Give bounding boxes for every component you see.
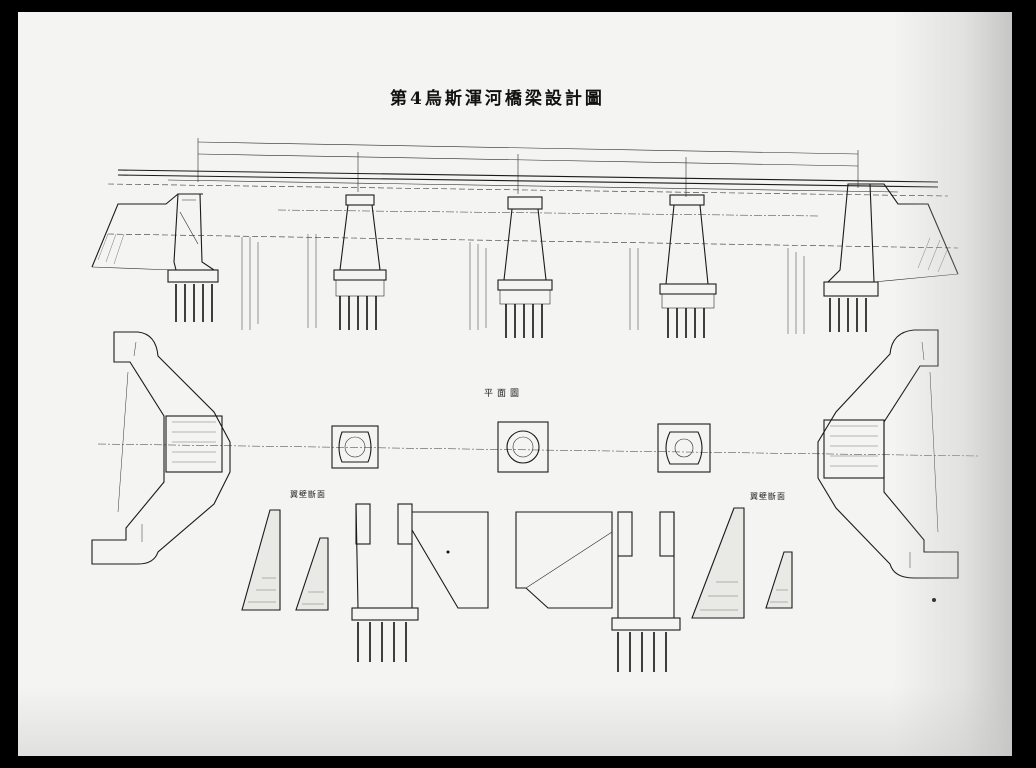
bridge-design-drawing [91, 138, 979, 672]
paper-shading-right [892, 12, 1012, 756]
elevation-view [91, 138, 959, 338]
pier-1-plan [331, 425, 379, 469]
pier-2-plan [497, 421, 549, 473]
paper-shading-bottom [18, 686, 1012, 756]
plan-view-label: 平面圖 [484, 389, 524, 399]
drawing-title: 第4烏斯渾河橋梁設計圖 [390, 89, 605, 109]
wing-wall-section-label-left: 翼壁斷面 [290, 490, 326, 499]
plan-view [91, 329, 979, 579]
pier-3 [659, 194, 717, 338]
pier-2 [497, 196, 553, 338]
blueprint-sheet: 第4烏斯渾河橋梁設計圖 平面圖 翼壁斷面 翼壁斷面 [18, 12, 1012, 756]
pier-1 [333, 194, 387, 330]
abutment-section-left [351, 503, 489, 662]
abutment-section-right [515, 511, 681, 672]
wing-wall-section-label-right: 翼壁斷面 [750, 492, 786, 501]
detail-sections [241, 503, 793, 672]
pier-3-plan [657, 423, 711, 473]
